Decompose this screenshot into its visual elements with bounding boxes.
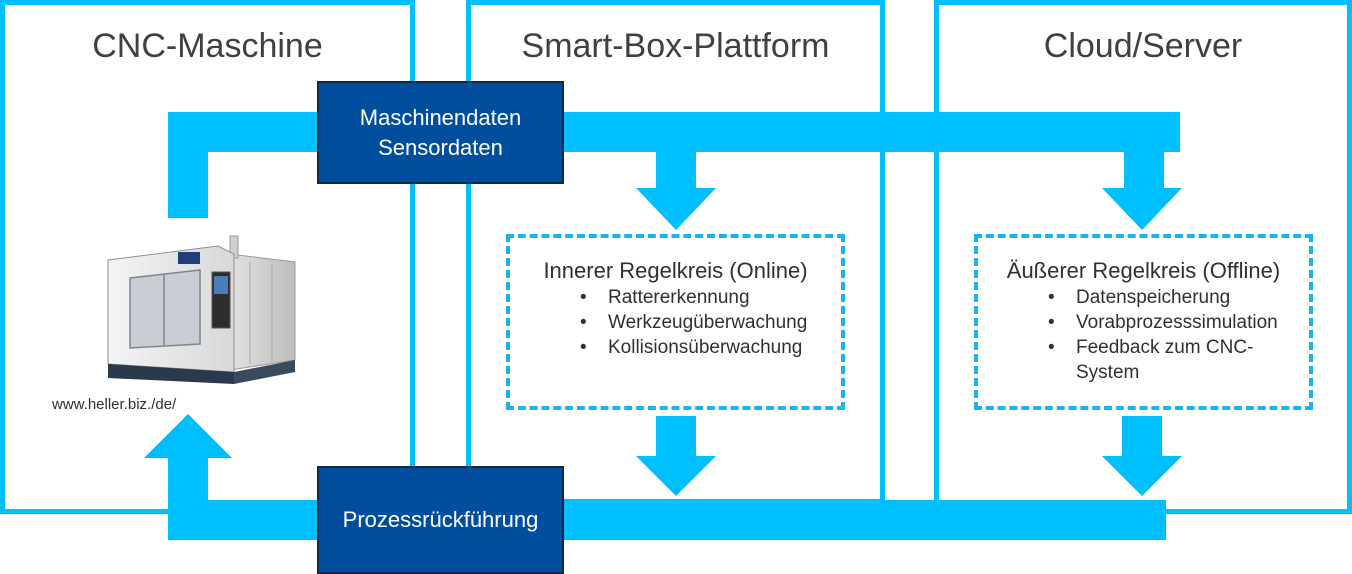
- cnc-machine-icon: [107, 235, 296, 384]
- left-feedback-stem: [168, 450, 208, 540]
- arrow-down-inner-stem: [656, 416, 696, 458]
- arrow-down-inner-head: [636, 456, 716, 496]
- machine-sensor-data-box: Maschinendaten Sensordaten: [317, 81, 564, 184]
- feedback-label: Prozessrückführung: [342, 507, 539, 532]
- outer-loop-title: Äußerer Regelkreis (Offline): [1006, 258, 1281, 283]
- arrow-down-cloud-stem: [1124, 112, 1164, 190]
- panel-title-smart-box: Smart-Box-Plattform: [521, 27, 830, 65]
- list-item: Rattererkennung: [580, 285, 807, 310]
- list-item: Vorabprozesssimulation: [1048, 310, 1298, 335]
- data-box-line-2: Sensordaten: [378, 134, 503, 160]
- list-item: Feedback zum CNC-System: [1048, 335, 1298, 385]
- process-feedback-box: Prozessrückführung: [317, 466, 564, 574]
- arrow-down-outer-head: [1102, 456, 1182, 496]
- data-box-line-1: Maschinendaten: [359, 104, 522, 130]
- arrow-up-feedback-head: [144, 414, 232, 458]
- inner-loop-title: Innerer Regelkreis (Online): [543, 258, 808, 283]
- outer-control-loop: Äußerer Regelkreis (Offline) Datenspeich…: [974, 234, 1313, 410]
- arrow-down-smartbox-stem: [656, 112, 696, 190]
- arrow-down-smartbox-head: [636, 188, 716, 230]
- list-item: Kollisionsüberwachung: [580, 335, 807, 360]
- arrow-down-outer-stem: [1122, 416, 1162, 458]
- list-item: Werkzeugüberwachung: [580, 310, 807, 335]
- panel-title-cnc: CNC-Maschine: [92, 27, 323, 65]
- inner-control-loop: Innerer Regelkreis (Online) Rattererkenn…: [506, 234, 845, 410]
- inner-loop-list: Rattererkennung Werkzeugüberwachung Koll…: [580, 285, 807, 360]
- machine-source-url: www.heller.biz./de/: [52, 396, 177, 413]
- left-up-stem: [168, 112, 208, 218]
- panel-title-cloud: Cloud/Server: [1043, 27, 1243, 65]
- arrow-down-cloud-head: [1102, 188, 1182, 230]
- outer-loop-list: Datenspeicherung Vorabprozesssimulation …: [1048, 285, 1298, 385]
- list-item: Datenspeicherung: [1048, 285, 1298, 310]
